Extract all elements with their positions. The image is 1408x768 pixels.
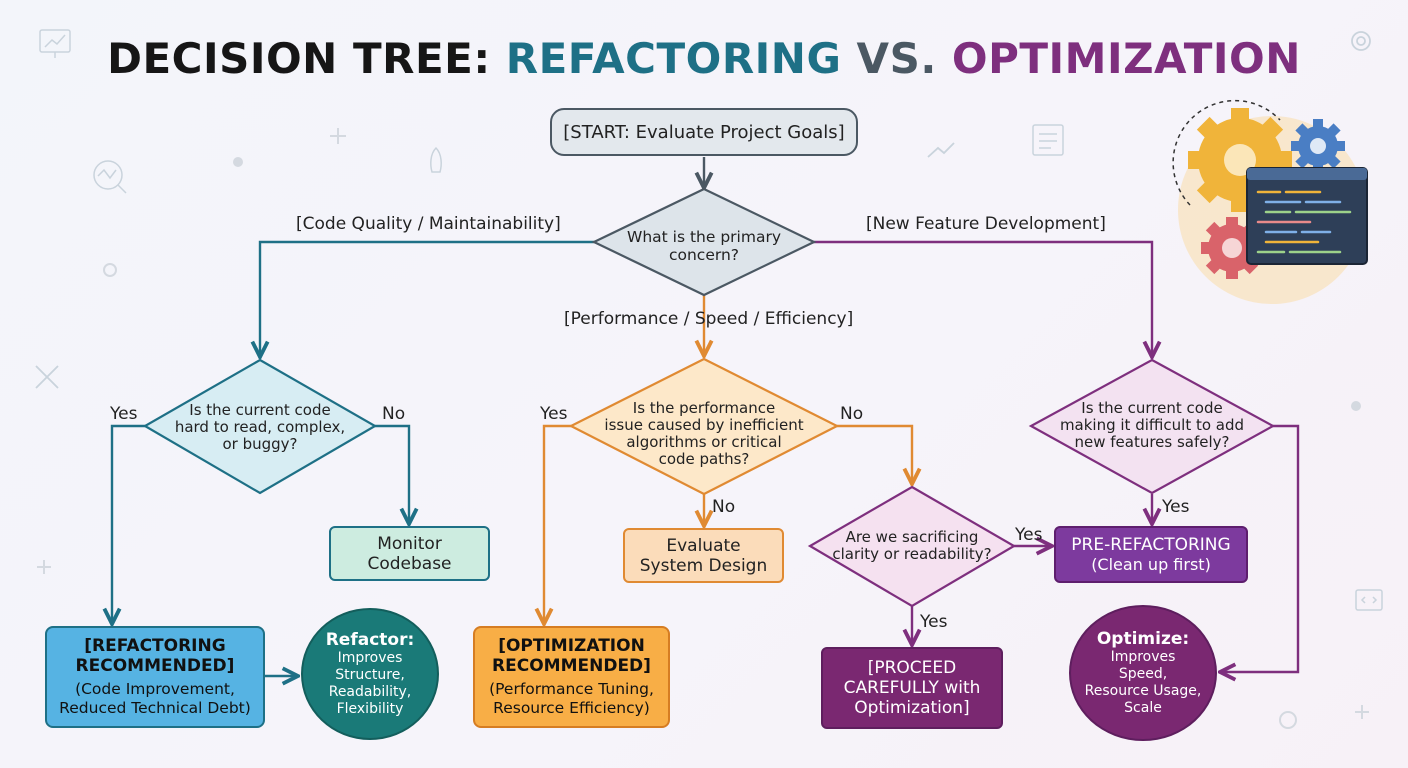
optimize-circle-line: Improves	[1110, 649, 1176, 665]
middle-no-right-label: No	[840, 404, 864, 424]
sacrifice-question-line: Are we sacrificing	[845, 528, 979, 546]
left-yes-label: Yes	[110, 404, 138, 424]
proceed-carefully-node: [PROCEED CAREFULLY with Optimization]	[821, 647, 1003, 729]
branch-label-new-feature: [New Feature Development]	[866, 214, 1106, 234]
gears-illustration-icon	[1172, 99, 1368, 304]
refactor-circle-line: Flexibility	[336, 701, 404, 717]
title-vs: VS.	[841, 34, 952, 83]
refactor-circle-line: Improves	[337, 650, 403, 666]
sacrifice-yes-down-label: Yes	[920, 612, 948, 632]
optimization-recommended-node: [OPTIMIZATION RECOMMENDED] (Performance …	[473, 626, 670, 728]
right-yes-label: Yes	[1162, 497, 1190, 517]
pre-refactoring-node: PRE-REFACTORING (Clean up first)	[1054, 526, 1248, 583]
monitor-codebase-node: Monitor Codebase	[329, 526, 490, 581]
left-question: Is the current code hard to read, comple…	[165, 402, 355, 453]
concern-to-left-arrow	[260, 240, 595, 357]
concern-question-line: concern?	[668, 246, 740, 264]
optimize-circle-title: Optimize:	[1096, 629, 1190, 649]
branch-label-performance: [Performance / Speed / Efficiency]	[564, 309, 854, 329]
trend-icon	[927, 142, 955, 158]
start-label: [START: Evaluate Project Goals]	[563, 121, 845, 143]
chart-icon	[39, 29, 71, 58]
proceed-line: CAREFULLY with	[843, 678, 981, 698]
middle-question-line: code paths?	[658, 450, 750, 468]
analytics-icon	[93, 160, 127, 194]
pre-refactoring-sub: (Clean up first)	[1091, 554, 1211, 574]
optimize-benefits-circle: Optimize: Improves Speed, Resource Usage…	[1069, 605, 1217, 741]
right-question: Is the current code making it difficult …	[1042, 400, 1262, 451]
middle-no-right-arrow	[836, 424, 912, 484]
title-optimization: OPTIMIZATION	[951, 34, 1301, 83]
code-window-icon	[1355, 589, 1383, 611]
proceed-line: [PROCEED	[867, 658, 957, 678]
optimization-sub-line: Resource Efficiency)	[493, 699, 650, 717]
concern-diamond	[591, 187, 817, 297]
left-question-line: or buggy?	[222, 435, 298, 453]
proceed-line: Optimization]	[854, 698, 970, 718]
sacrifice-yes-right-label: Yes	[1015, 525, 1043, 545]
left-no-label: No	[382, 404, 406, 424]
right-question-line: making it difficult to add	[1059, 416, 1245, 434]
title-refactoring: REFACTORING	[505, 34, 842, 83]
rocket-icon	[430, 146, 442, 173]
refactoring-sub-line: Reduced Technical Debt)	[59, 699, 251, 717]
middle-question-line: Is the performance	[632, 399, 776, 417]
refactoring-title-line: [REFACTORING	[84, 636, 226, 656]
gear-icon	[1351, 31, 1371, 51]
decor-dots	[37, 128, 1369, 729]
middle-question-diamond	[568, 357, 840, 496]
tools-icon	[35, 365, 59, 389]
optimization-sub-line: (Performance Tuning,	[489, 680, 654, 698]
left-yes-arrow	[112, 424, 146, 624]
middle-yes-label: Yes	[540, 404, 568, 424]
pre-refactoring-title: PRE-REFACTORING	[1071, 534, 1231, 555]
branch-label-code-quality: [Code Quality / Maintainability]	[296, 214, 561, 234]
refactor-circle-title: Refactor:	[325, 630, 415, 650]
left-question-line: hard to read, complex,	[174, 418, 346, 436]
refactor-benefits-circle: Refactor: Improves Structure, Readabilit…	[301, 608, 439, 740]
right-question-diamond	[1028, 358, 1276, 495]
refactoring-recommended-node: [REFACTORING RECOMMENDED] (Code Improvem…	[45, 626, 265, 728]
evaluate-line: Evaluate	[666, 535, 741, 556]
right-question-line: Is the current code	[1081, 399, 1223, 417]
middle-no-down-label: No	[712, 497, 736, 517]
middle-yes-arrow	[544, 424, 572, 624]
evaluate-line: System Design	[639, 555, 768, 576]
monitor-line: Codebase	[367, 553, 452, 574]
title-part-1: DECISION TREE:	[107, 34, 506, 83]
refactor-circle-line: Structure,	[335, 667, 405, 683]
left-no-arrow	[374, 424, 409, 524]
optimize-circle-line: Scale	[1124, 700, 1162, 716]
sacrifice-question-line: clarity or readability?	[832, 545, 992, 563]
refactor-circle-line: Readability,	[328, 684, 412, 700]
optimize-circle-line: Speed,	[1118, 666, 1168, 682]
concern-question-line: What is the primary	[627, 228, 781, 246]
right-no-arrow	[1220, 424, 1300, 672]
optimization-title-line: RECOMMENDED]	[492, 656, 651, 676]
right-question-line: new features safely?	[1074, 433, 1230, 451]
sacrifice-question: Are we sacrificing clarity or readabilit…	[822, 529, 1002, 563]
refactoring-sub-line: (Code Improvement,	[75, 680, 235, 698]
refactoring-title-line: RECOMMENDED]	[75, 656, 235, 676]
middle-question: Is the performance issue caused by ineff…	[589, 400, 819, 468]
left-question-diamond	[142, 358, 378, 495]
concern-to-right-arrow	[813, 240, 1152, 357]
middle-question-line: algorithms or critical	[626, 433, 782, 451]
optimize-circle-line: Resource Usage,	[1084, 683, 1202, 699]
left-question-line: Is the current code	[189, 401, 331, 419]
middle-question-line: issue caused by inefficient	[604, 416, 804, 434]
sacrifice-question-diamond	[807, 485, 1017, 608]
monitor-line: Monitor	[377, 533, 442, 554]
concern-question: What is the primary concern?	[614, 228, 794, 264]
optimization-title-line: [OPTIMIZATION	[498, 636, 645, 656]
document-icon	[1032, 124, 1064, 156]
start-node: [START: Evaluate Project Goals]	[550, 108, 858, 156]
evaluate-system-design-node: Evaluate System Design	[623, 528, 784, 583]
page-title: DECISION TREE: REFACTORING VS. OPTIMIZAT…	[0, 34, 1408, 83]
